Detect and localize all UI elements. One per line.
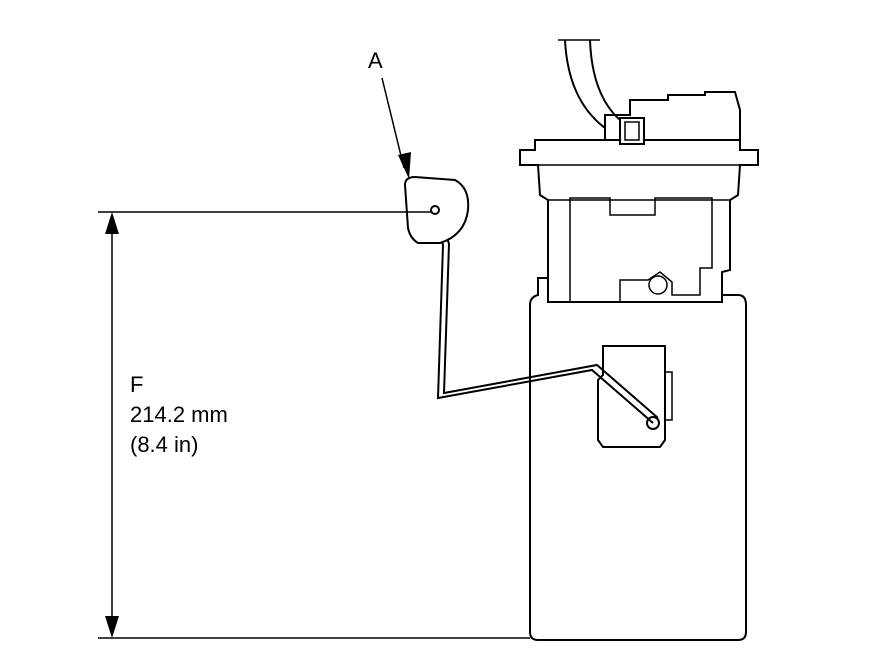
dim-arrow-bottom bbox=[105, 616, 119, 638]
float-body bbox=[403, 175, 470, 244]
pump-module bbox=[519, 39, 759, 641]
dim-imperial-value: (8.4 in) bbox=[130, 432, 198, 457]
module-lower-body bbox=[529, 277, 747, 641]
leader-line bbox=[381, 77, 405, 169]
sender-unit bbox=[597, 345, 666, 448]
float-arm-tip bbox=[430, 205, 440, 215]
dim-arrow-top bbox=[105, 212, 119, 234]
wire-harness bbox=[564, 39, 621, 129]
callout-a-label: A bbox=[368, 48, 383, 73]
sender-tab bbox=[665, 371, 673, 421]
module-inner-compartment bbox=[569, 197, 713, 303]
dim-letter-label: F bbox=[130, 372, 143, 397]
module-inner-port bbox=[648, 275, 668, 295]
dim-metric-value: 214.2 mm bbox=[130, 402, 228, 427]
leader-arrowhead bbox=[398, 152, 411, 179]
callout-a-leader bbox=[381, 77, 411, 179]
dimension-f bbox=[98, 211, 530, 639]
float-arm-pivot bbox=[646, 416, 660, 430]
float-a bbox=[403, 175, 470, 244]
connector-pins bbox=[624, 121, 640, 141]
electrical-connector bbox=[619, 117, 645, 145]
